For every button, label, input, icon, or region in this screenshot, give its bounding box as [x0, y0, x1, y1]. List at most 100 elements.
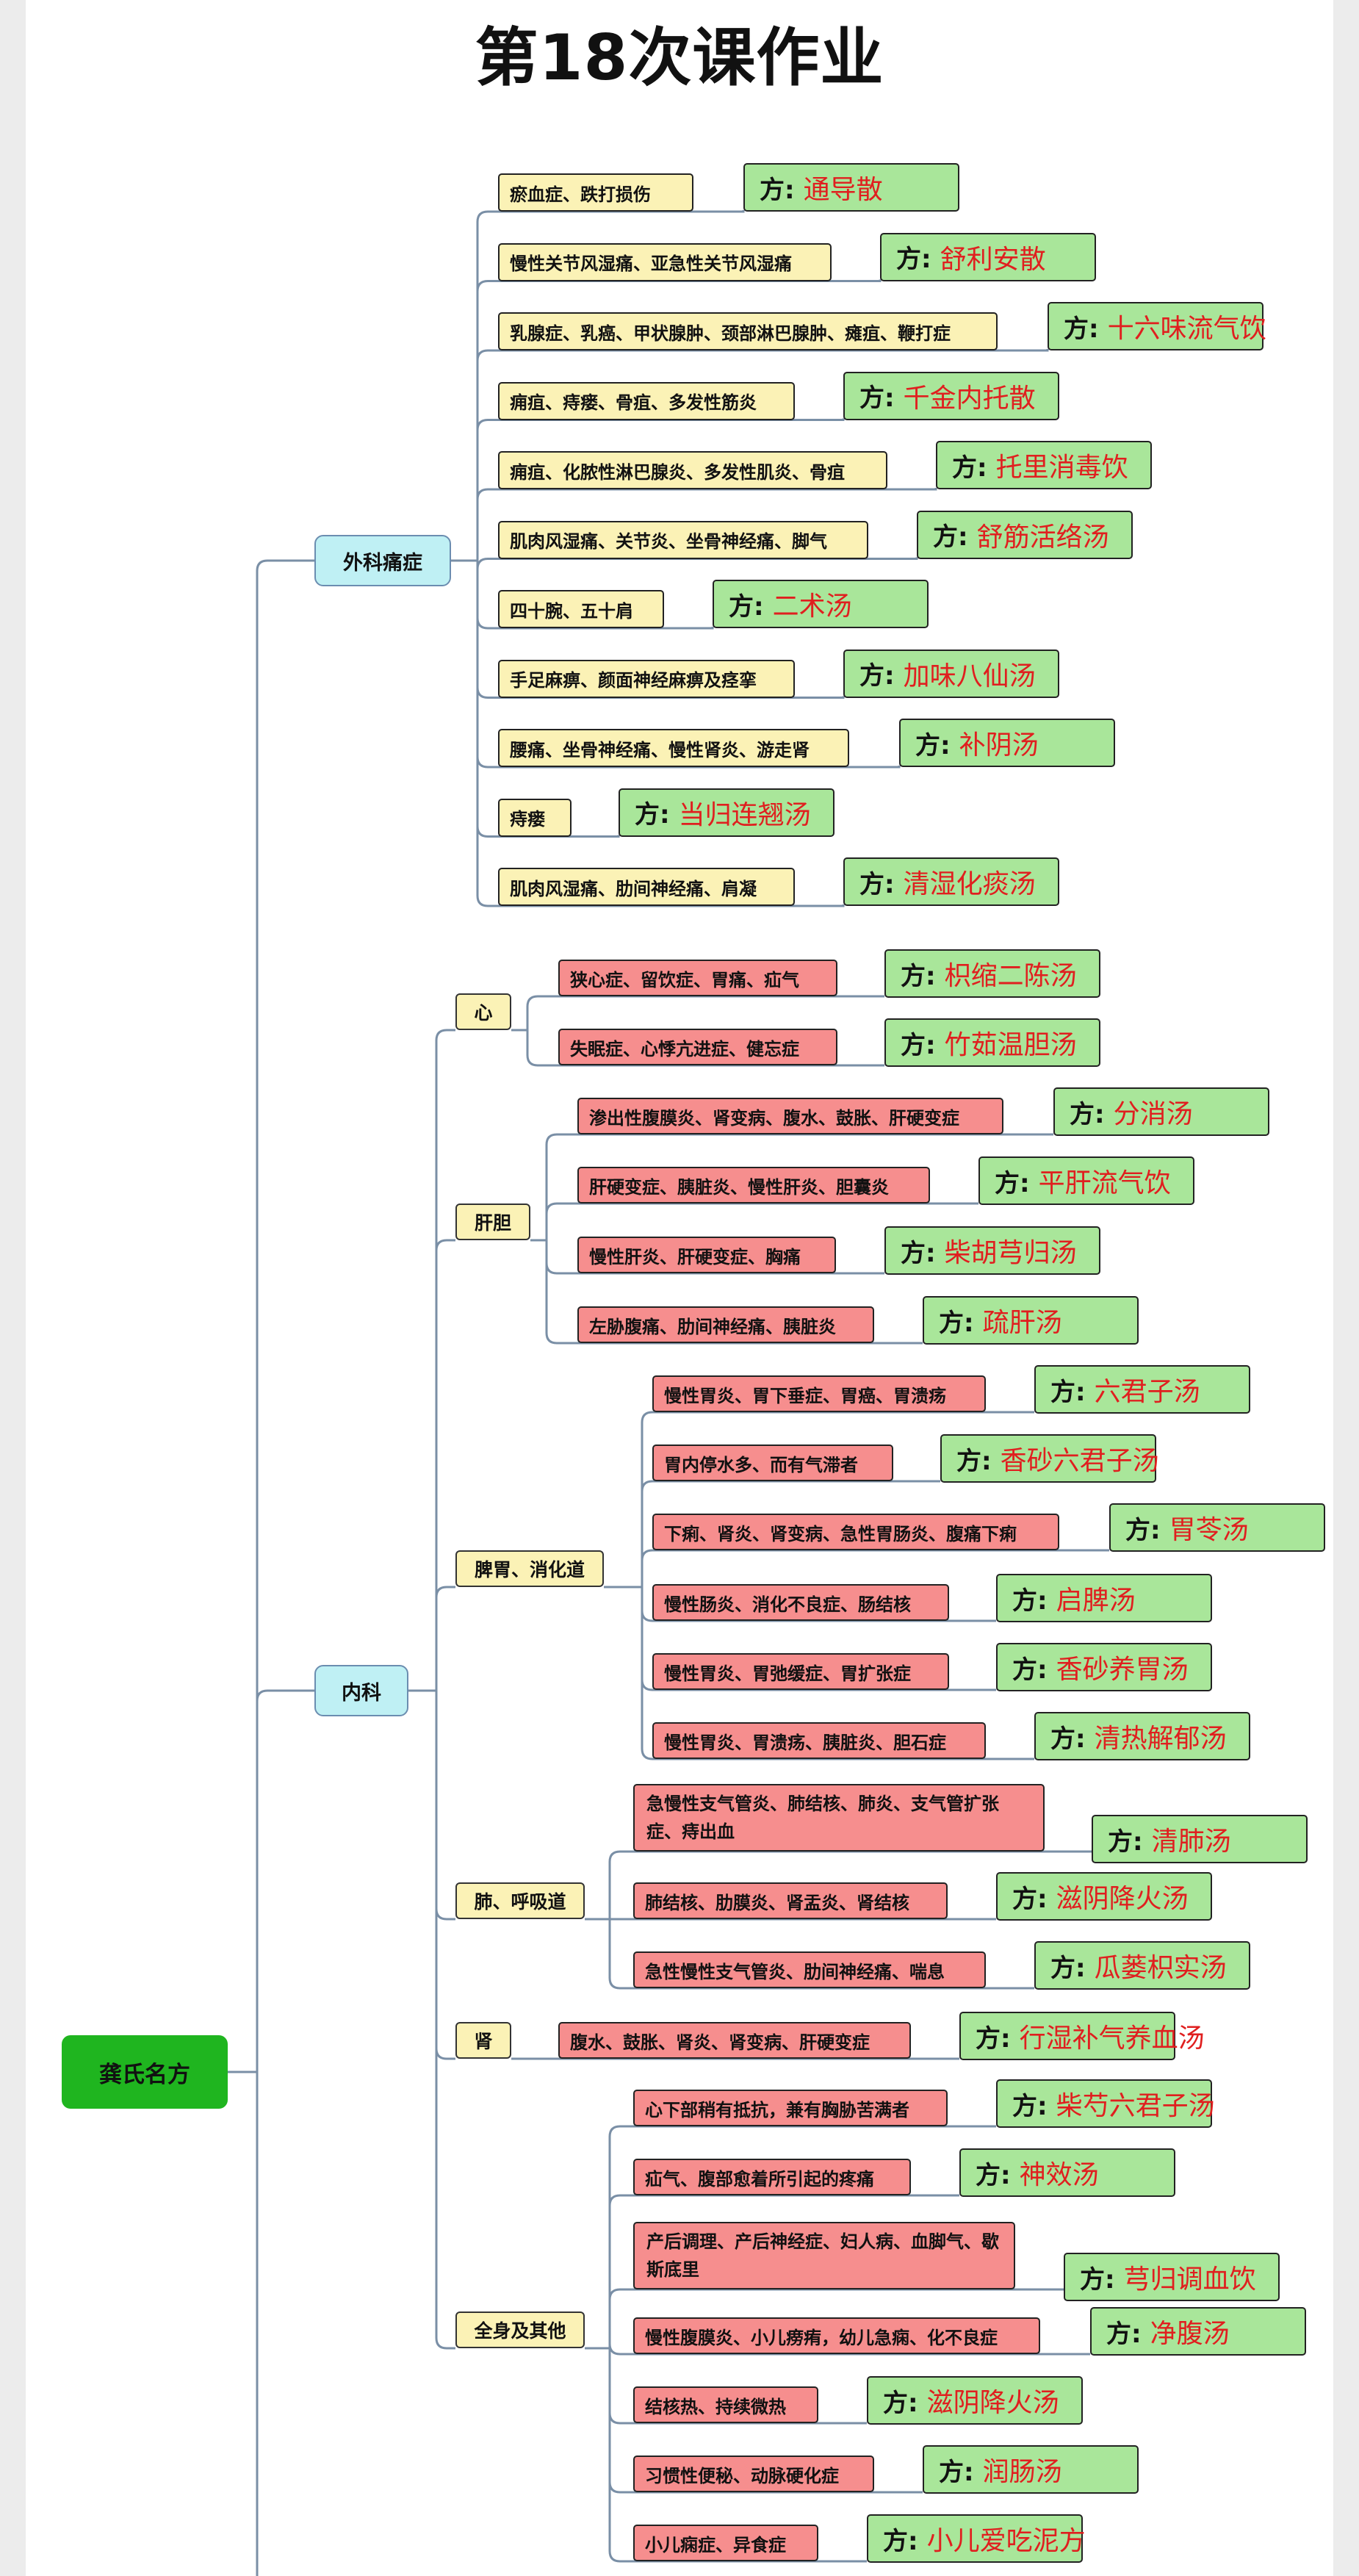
fang-label: 方:: [939, 1308, 974, 1338]
fang-label: 方:: [901, 1030, 936, 1060]
formula-name: 胃苓汤: [1169, 1515, 1249, 1545]
formula-node: 方:千金内托散: [843, 371, 1059, 420]
fang-label: 方:: [933, 522, 968, 552]
group-node: 心: [455, 993, 511, 1030]
symptom-formula-link: [498, 210, 745, 213]
formula-name: 净腹汤: [1150, 2319, 1230, 2349]
formula-node: 方:瓜蒌枳实汤: [1034, 1941, 1250, 1990]
formula-name: 六君子汤: [1094, 1377, 1200, 1407]
symptom-node: 急慢性支气管炎、肺结核、肺炎、支气管扩张症、痔出血: [633, 1784, 1045, 1852]
surgery-link: [476, 561, 498, 907]
fang-label: 方:: [1012, 1884, 1048, 1914]
fang-label: 方:: [729, 591, 764, 622]
internal-link: [435, 1239, 455, 1691]
formula-node: 方: 净腹汤: [1090, 2307, 1306, 2356]
symptom-formula-link: [498, 279, 882, 282]
fang-label: 方:: [1050, 1377, 1086, 1407]
symptom-node: 下痢、肾炎、肾变病、急性胃肠炎、腹痛下痢: [652, 1514, 1059, 1550]
symptom-node: 产后调理、产后神经症、妇人病、血脚气、歇斯底里: [633, 2222, 1015, 2289]
fang-label: 方:: [1012, 2091, 1048, 2121]
formula-node: 方:行湿补气养血汤: [959, 2012, 1205, 2060]
fang-label: 方:: [1064, 314, 1099, 344]
symptom-node: 失眠症、心悸亢进症、健忘症: [558, 1029, 837, 1065]
group-5-link: [608, 2343, 633, 2356]
formula-name: 芎归调血饮: [1123, 2264, 1256, 2295]
group-2-link: [641, 1587, 653, 1760]
symptom-formula-link: [498, 835, 620, 838]
fang-label: 方:: [760, 175, 795, 205]
formula-node: 方: 十六味流气饮: [1048, 302, 1266, 350]
formula-node: 方:当归连翘汤: [619, 788, 834, 837]
symptom-node: 渗出性腹膜炎、肾变病、腹水、鼓胀、肝硬变症: [577, 1098, 1003, 1134]
root-link: [256, 559, 314, 2072]
symptom-node: 小儿痫症、异食症: [633, 2525, 818, 2561]
symptom-node: 乳腺症、乳癌、甲状腺肿、颈部淋巴腺肿、瘫疽、鞭打症: [498, 312, 998, 350]
formula-name: 香砂养胃汤: [1056, 1655, 1189, 1685]
formula-name: 柴胡芎归汤: [944, 1238, 1077, 1268]
formula-name: 启脾汤: [1056, 1586, 1136, 1616]
internal-link: [435, 1691, 455, 1921]
mindmap-canvas: [26, 0, 1333, 2576]
formula-name: 行湿补气养血汤: [1019, 2023, 1205, 2054]
surgery-link: [476, 561, 498, 630]
internal-link: [435, 1691, 455, 2060]
formula-name: 十六味流气饮: [1107, 314, 1266, 344]
formula-node: 方:疏肝汤: [923, 1296, 1139, 1345]
formula-name: 二术汤: [772, 591, 852, 622]
group-node: 肝胆: [455, 1204, 530, 1240]
symptom-formula-link: [498, 627, 714, 630]
symptom-node: 手足麻痹、颜面神经麻痹及痉挛: [498, 659, 795, 698]
formula-name: 竹茹温胆汤: [944, 1030, 1077, 1060]
formula-name: 润肠汤: [982, 2457, 1062, 2487]
formula-name: 枳缩二陈汤: [944, 961, 1077, 991]
formula-node: 方:滋阴降火汤: [867, 2376, 1083, 2425]
fang-label: 方:: [1012, 1586, 1048, 1616]
symptom-node: 腹水、鼓胀、肾炎、肾变病、肝硬变症: [558, 2022, 911, 2059]
formula-node: 方:加味八仙汤: [843, 649, 1059, 698]
internal-link: [435, 1586, 455, 1691]
formula-name: 舒筋活络汤: [976, 522, 1109, 553]
symptom-node: 痈疽、痔瘘、骨疽、多发性筋炎: [498, 381, 795, 420]
group-node: 脾胃、消化道: [455, 1550, 604, 1587]
symptom-node: 瘀血症、跌打损伤: [498, 173, 693, 212]
formula-name: 补阴汤: [959, 730, 1039, 760]
fang-label: 方:: [1125, 1515, 1161, 1545]
fang-label: 方:: [901, 961, 936, 991]
symptom-node: 慢性关节风湿痛、亚急性关节风湿痛: [498, 242, 832, 281]
formula-node: 方: 二术汤: [713, 580, 929, 628]
group-node: 全身及其他: [455, 2311, 585, 2348]
group-1-link: [545, 1133, 577, 1240]
fang-label: 方:: [1106, 2319, 1142, 2349]
group-5-link: [608, 2348, 633, 2563]
fang-label: 方:: [995, 1168, 1030, 1198]
fang-label: 方:: [896, 245, 931, 274]
group-2-link: [641, 1480, 653, 1587]
formula-node: 方:清热解郁汤: [1034, 1712, 1250, 1760]
group-1-link: [545, 1240, 577, 1345]
surgery-link: [476, 349, 498, 561]
symptom-formula-link: [498, 488, 937, 491]
formula-node: 方:润肠汤: [923, 2445, 1139, 2494]
symptom-node: 疝气、腹部愈着所引起的疼痛: [633, 2159, 911, 2195]
fang-label: 方:: [915, 730, 951, 760]
root-link: [256, 1689, 314, 2072]
fang-label: 方:: [952, 453, 987, 483]
symptom-node: 心下部稍有抵抗，兼有胸胁苦满者: [633, 2090, 948, 2126]
formula-node: 方: 六君子汤: [1034, 1365, 1250, 1414]
formula-node: 方: 舒筋活络汤: [917, 510, 1133, 559]
symptom-node: 左胁腹痛、肋间神经痛、胰脏炎: [577, 1306, 874, 1343]
internal-link: [435, 1029, 455, 1691]
symptom-formula-link: [498, 904, 845, 907]
formula-node: 方:芎归调血饮: [1064, 2253, 1280, 2301]
symptom-formula-link: [498, 696, 845, 699]
formula-node: 方:柴胡芎归汤: [884, 1226, 1100, 1275]
formula-name: 清肺汤: [1151, 1827, 1231, 1857]
group-2-link: [641, 1549, 653, 1587]
formula-node: 方:分消汤: [1053, 1087, 1269, 1136]
fang-label: 方:: [859, 384, 895, 413]
fang-label: 方:: [1050, 1724, 1086, 1754]
group-0-link: [526, 995, 558, 1030]
formula-node: 方:柴芍六君子汤: [996, 2079, 1215, 2128]
category-surgery: 外科痛症: [314, 535, 451, 586]
